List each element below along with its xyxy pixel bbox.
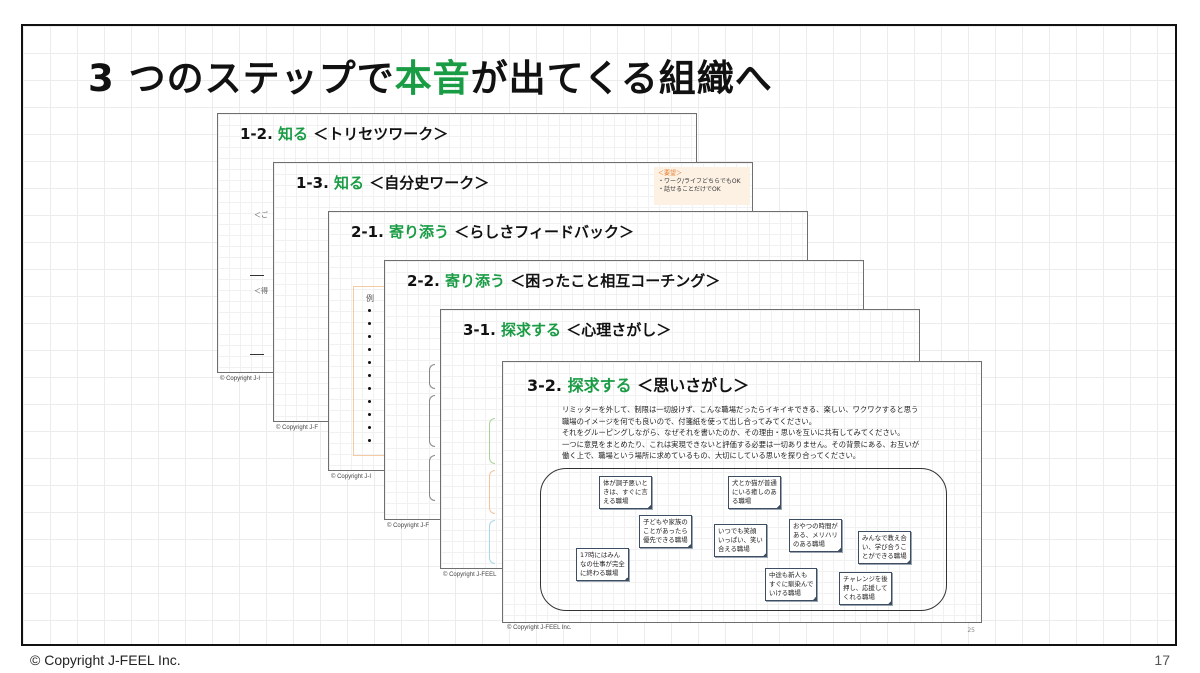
- slide-title: 3-2. 探求する ＜思いさがし＞: [527, 372, 749, 396]
- note-box: ＜要望＞ ・ワーク/ライフどちらでもOK ・話せることだけでOK: [654, 167, 750, 205]
- sticky-note: みんなで教え合 い、学び合うこ とができる職場: [858, 531, 911, 564]
- slide-page-number: 25: [967, 627, 975, 634]
- instruction-line: リミッターを外して、制限は一切設けず、こんな職場だったらイキイキできる、楽しい、…: [562, 405, 919, 414]
- bullet-dot: [368, 361, 371, 364]
- bullet-dot: [368, 413, 371, 416]
- slide-name: ＜トリセツワーク＞: [313, 125, 449, 143]
- slide-copyright: © Copyright J-FEEL: [443, 572, 497, 578]
- slide-copyright: © Copyright J-F: [387, 523, 430, 529]
- instruction-text: リミッターを外して、制限は一切設けず、こんな職場だったらイキイキできる、楽しい、…: [562, 404, 919, 462]
- bullet-dot: [368, 400, 371, 403]
- sticky-note: 中途も新人も すぐに馴染んで いける職場: [765, 568, 818, 601]
- brace-green: [489, 418, 495, 464]
- slide-number: 1-2.: [240, 125, 273, 143]
- bullet-dot: [368, 309, 371, 312]
- footer-page-number: 17: [1154, 652, 1170, 668]
- side-text: ＜ご: [254, 211, 268, 219]
- slide-name: ＜心理さがし＞: [566, 321, 672, 339]
- slide-title: 1-2. 知る ＜トリセツワーク＞: [240, 123, 448, 144]
- sticky-note: おやつの時間が ある、メリハリ のある職場: [789, 519, 842, 552]
- example-label: 例: [366, 294, 374, 303]
- slide-copyright: © Copyright J-I: [220, 376, 261, 382]
- bullet-dot: [368, 439, 371, 442]
- instruction-line: それをグルーピングしながら、なぜそれを書いたのか、その理由・思いを互いに共有して…: [562, 428, 905, 437]
- slide-name: ＜思いさがし＞: [637, 376, 750, 395]
- instruction-line: 職場のイメージを何でも良いので、付箋紙を使って出し合ってみてください。: [562, 416, 817, 426]
- note-line: ・ワーク/ライフどちらでもOK: [658, 178, 741, 186]
- slide-title: 2-2. 寄り添う ＜困ったこと相互コーチング＞: [407, 270, 720, 291]
- slide-name: ＜らしさフィードバック＞: [454, 223, 634, 241]
- slide-number: 2-1.: [351, 223, 384, 241]
- bullet-dot: [368, 335, 371, 338]
- sticky-note: 体が調子悪いと きは、すぐに言 える職場: [599, 476, 652, 509]
- bullet-dot: [368, 387, 371, 390]
- slide-number: 1-3.: [296, 174, 329, 192]
- note-head: ＜要望＞: [658, 170, 683, 177]
- note-line: ・話せることだけでOK: [658, 186, 721, 194]
- bullet-dot: [368, 426, 371, 429]
- title-text-pre: 3 つのステップで: [88, 57, 395, 100]
- bullet-dot: [368, 322, 371, 325]
- slide-step: 寄り添う: [389, 223, 450, 241]
- sticky-note-area: [540, 468, 947, 611]
- slide-name: ＜困ったこと相互コーチング＞: [510, 272, 721, 290]
- slide-number: 3-1.: [463, 321, 496, 339]
- sticky-note: チャレンジを後 押し、応援して くれる職場: [839, 572, 892, 605]
- brace-shape: [429, 455, 435, 501]
- brace-orange: [489, 470, 495, 514]
- instruction-line: 一つに意見をまとめたり、これは実現できないと評価する必要は一切ありません。その背…: [562, 439, 920, 449]
- side-text: ＜得: [254, 287, 268, 295]
- instruction-line: 働く上で、職場という場所に求めているもの、大切にしている思いを探り合ってください…: [562, 451, 861, 460]
- brace-shape: [429, 364, 435, 389]
- slide-number: 3-2.: [527, 376, 562, 395]
- footer-copyright: © Copyright J-FEEL Inc.: [30, 652, 181, 668]
- slide-name: ＜自分史ワーク＞: [369, 174, 490, 192]
- example-box: 例: [353, 286, 413, 456]
- sticky-note: 子どもや家族の ことがあったら 優先できる職場: [639, 515, 692, 548]
- slide-step: 寄り添う: [445, 272, 506, 290]
- sticky-note: 17時にはみん なの仕事が完全 に終わる職場: [576, 548, 629, 581]
- divider-line: [250, 275, 264, 276]
- title-highlight: 本音: [394, 57, 471, 100]
- sticky-note: 犬とか猫が普通 にいる癒しのあ る職場: [728, 476, 781, 509]
- slide-copyright: © Copyright J-I: [331, 474, 372, 480]
- page-title: 3 つのステップで本音が出てくる組織へ: [88, 48, 773, 102]
- sticky-note: いつでも笑顔 いっぱい、笑い 合える職場: [714, 524, 767, 557]
- bullet-dot: [368, 348, 371, 351]
- brace-shape: [429, 395, 435, 447]
- slide-title: 2-1. 寄り添う ＜らしさフィードバック＞: [351, 221, 634, 242]
- title-text-post: が出てくる組織へ: [470, 57, 773, 100]
- slide-step: 知る: [278, 125, 309, 143]
- slide-title: 3-1. 探求する ＜心理さがし＞: [463, 319, 671, 340]
- slide-step: 探求する: [501, 321, 562, 339]
- slide-step: 探求する: [567, 376, 632, 395]
- slide-thumbnail-3-2: 3-2. 探求する ＜思いさがし＞ リミッターを外して、制限は一切設けず、こんな…: [502, 361, 982, 634]
- slide-copyright: © Copyright J-FEEL Inc.: [507, 625, 572, 631]
- bullet-dot: [368, 374, 371, 377]
- brace-blue: [489, 520, 495, 564]
- slide-step: 知る: [334, 174, 365, 192]
- divider-line: [250, 354, 264, 355]
- slide-title: 1-3. 知る ＜自分史ワーク＞: [296, 172, 489, 193]
- slide-copyright: © Copyright J-F: [276, 425, 319, 431]
- slide-number: 2-2.: [407, 272, 440, 290]
